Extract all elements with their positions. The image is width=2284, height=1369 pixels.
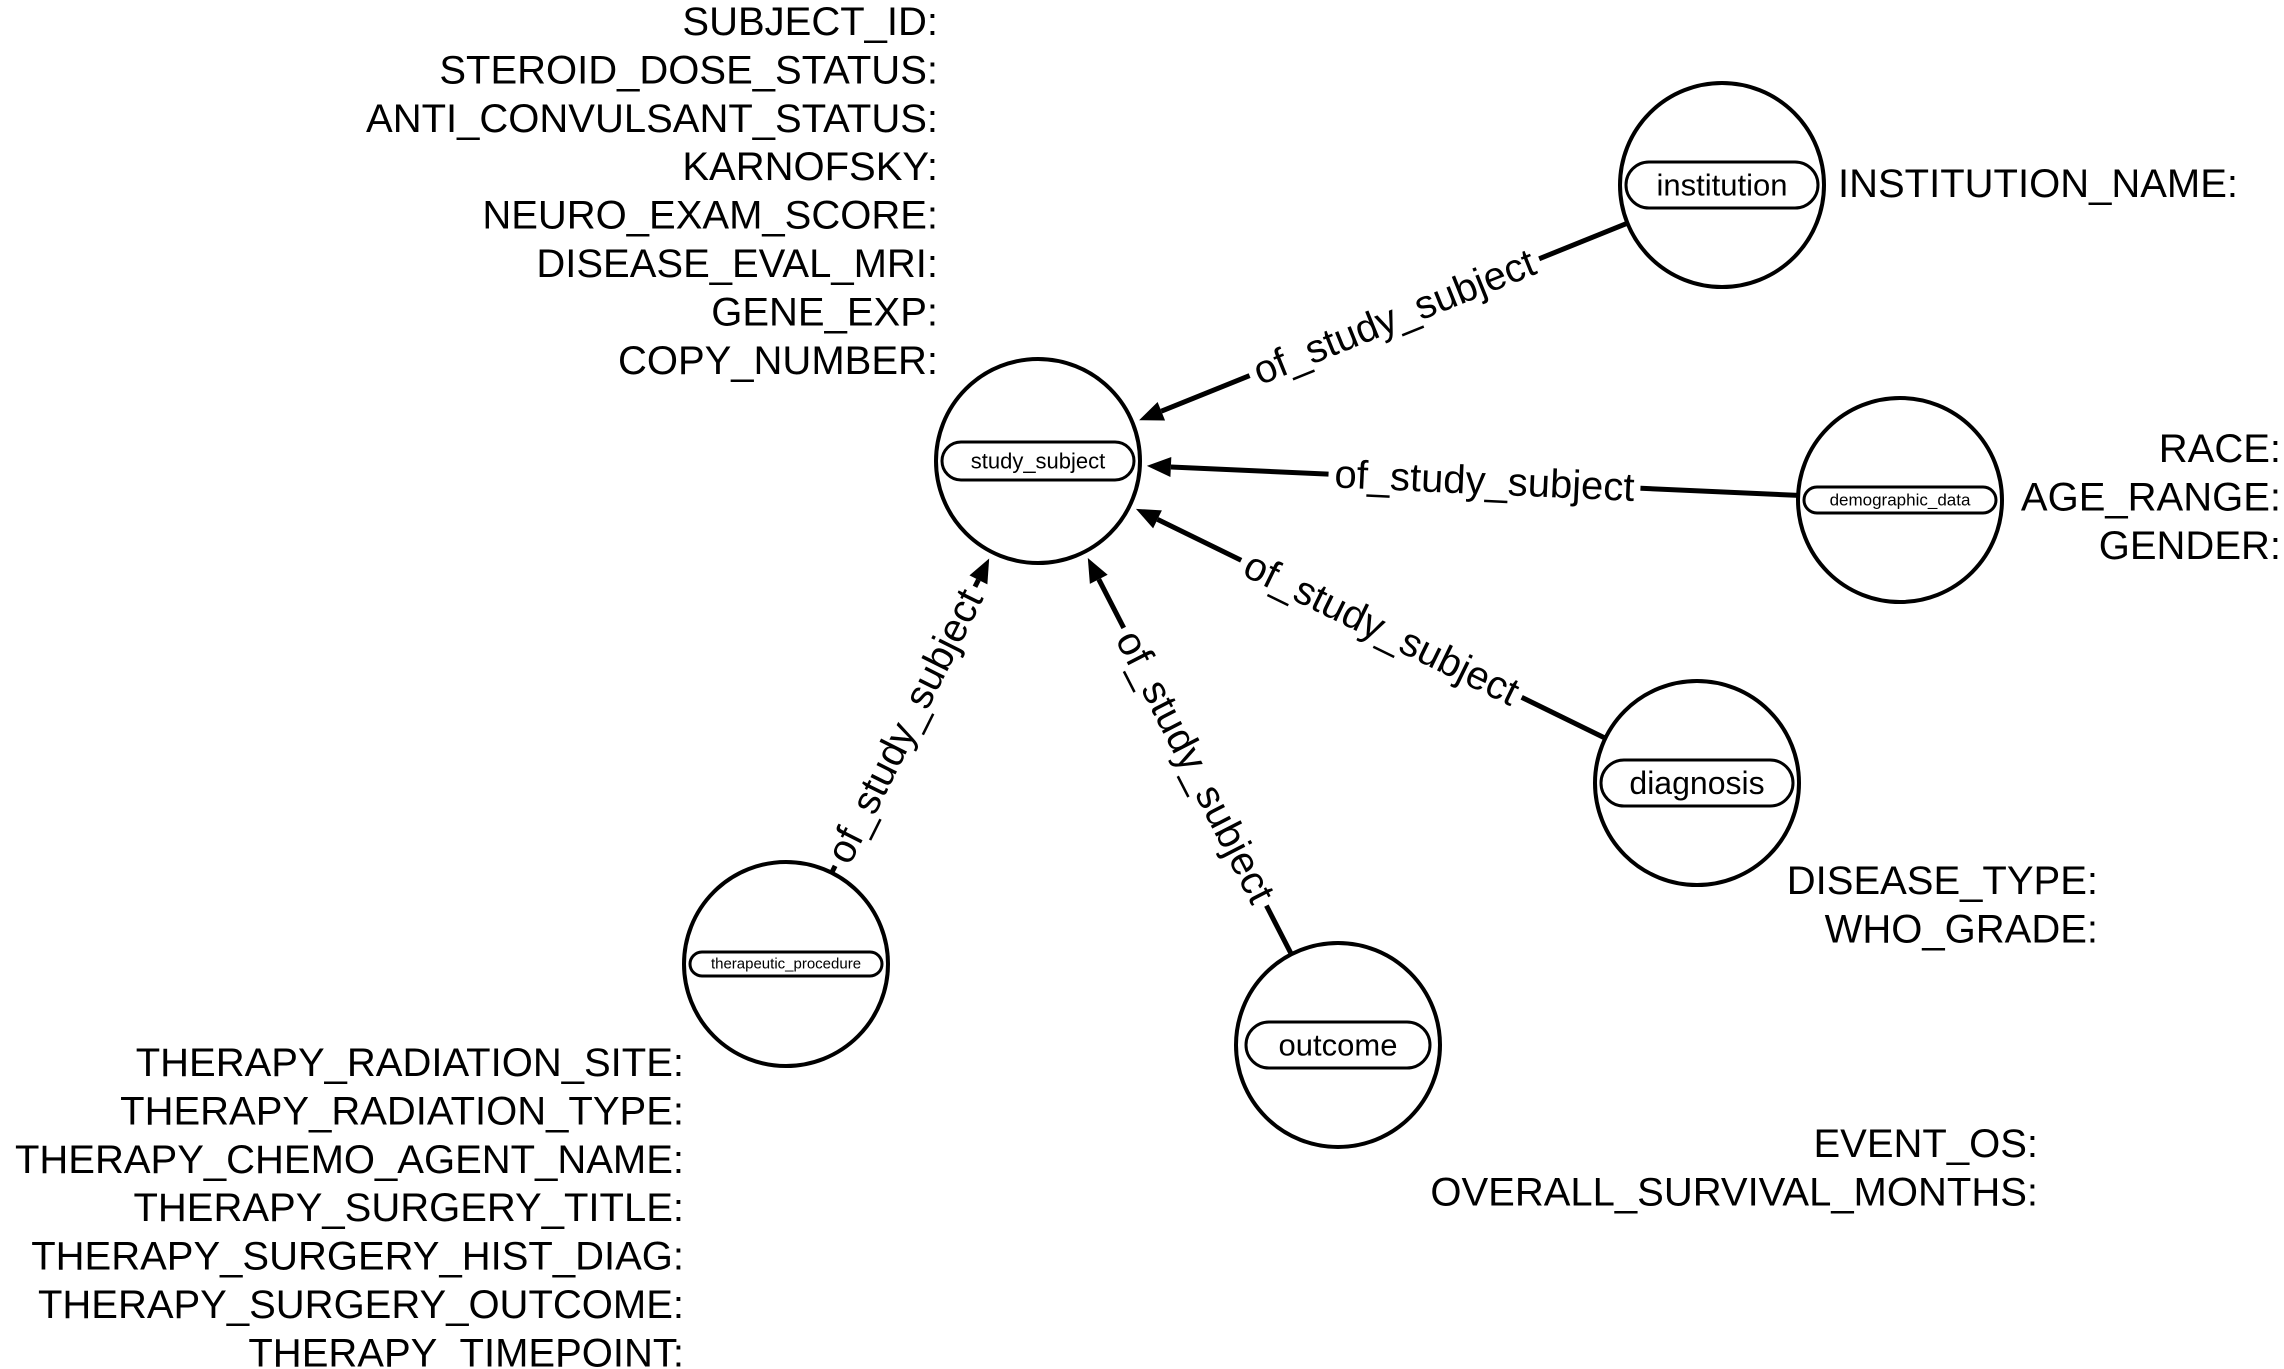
arrow-head (969, 558, 990, 585)
properties-institution: INSTITUTION_NAME: (1838, 162, 2238, 206)
properties-demographic-data: RACE:AGE_RANGE: GENDER: (2021, 427, 2281, 568)
properties-study-subject: SUBJECT_ID:STEROID_DOSE_STATUS: ANTI_CONV… (366, 0, 938, 383)
edge-label: of_study_subject (1247, 241, 1542, 394)
properties-outcome: EVENT_OS:OVERALL_SURVIVAL_MONTHS: (1430, 1122, 2038, 1214)
property-label: STEROID_DOSE_STATUS: (439, 48, 938, 92)
node-diagnosis[interactable]: diagnosis (1593, 679, 1801, 887)
property-label: COPY_NUMBER: (618, 339, 938, 383)
edge-label-group: of_study_subject (1102, 616, 1288, 917)
edge-label-group: of_study_subject (1327, 450, 1642, 513)
property-label: THERAPY_SURGERY_OUTCOME: (38, 1283, 684, 1327)
property-label: THERAPY_SURGERY_HIST_DIAG: (31, 1235, 684, 1279)
edge-label: of_study_subject (1334, 452, 1636, 510)
arrow-head (1087, 557, 1108, 584)
edge-institution-to-study-subject[interactable]: of_study_subject (1139, 220, 1629, 421)
property-label: GENE_EXP: (711, 290, 938, 334)
nodes-layer: study_subject institution demographic_data… (682, 81, 2004, 1149)
property-label: DISEASE_TYPE: (1787, 859, 2098, 903)
edge-label-background (1230, 538, 1533, 719)
node-label-pill (1599, 758, 1795, 808)
node-label: outcome (1279, 1028, 1398, 1063)
edge-label: of_study_subject (1107, 623, 1283, 910)
property-label: NEURO_EXAM_SCORE: (482, 194, 938, 238)
node-label: study_subject (971, 449, 1106, 474)
node-therapeutic-procedure[interactable]: therapeutic_procedure (682, 860, 890, 1068)
property-label: SUBJECT_ID: (682, 0, 938, 44)
node-study-subject[interactable]: study_subject (934, 357, 1142, 565)
arrow-head (1139, 401, 1166, 421)
edge-diagnosis-to-study-subject[interactable]: of_study_subject (1135, 508, 1607, 741)
property-label: THERAPY_TIMEPOINT: (248, 1331, 684, 1369)
edge-label: of_study_subject (818, 582, 992, 870)
arrow-head (1135, 508, 1162, 529)
node-label-pill (940, 440, 1136, 482)
edge-demographic-data-to-study-subject[interactable]: of_study_subject (1146, 450, 1799, 513)
node-institution[interactable]: institution (1618, 81, 1826, 289)
edge-therapeutic-procedure-to-study-subject[interactable]: of_study_subject (813, 558, 997, 877)
edge-label-background (1327, 450, 1642, 513)
node-label-pill (1244, 1020, 1432, 1070)
node-label-pill (1802, 485, 1998, 515)
property-label: GENDER: (2099, 524, 2281, 568)
node-label: diagnosis (1629, 765, 1764, 801)
properties-diagnosis: DISEASE_TYPE:WHO_GRADE: (1787, 859, 2098, 951)
property-label: KARNOFSKY: (682, 145, 938, 189)
edge-label-group: of_study_subject (1230, 538, 1533, 719)
property-label: OVERALL_SURVIVAL_MONTHS: (1430, 1170, 2038, 1214)
property-label: THERAPY_SURGERY_TITLE: (133, 1186, 684, 1230)
property-label: WHO_GRADE: (1825, 907, 2098, 951)
node-label-pill (688, 950, 884, 978)
node-label: demographic_data (1830, 491, 1971, 510)
properties-therapeutic-procedure: THERAPY_RADIATION_SITE:THERAPY_RADIATION… (15, 1041, 684, 1369)
node-label: institution (1657, 168, 1788, 203)
node-outcome[interactable]: outcome (1234, 941, 1442, 1149)
edge-label-background (1240, 236, 1549, 398)
property-label: INSTITUTION_NAME: (1838, 162, 2238, 206)
property-label: THERAPY_RADIATION_SITE: (136, 1041, 684, 1085)
property-label: DISEASE_EVAL_MRI: (536, 242, 938, 286)
edge-label-background (1102, 616, 1288, 917)
property-label: RACE: (2159, 427, 2281, 471)
properties-layer: SUBJECT_ID:STEROID_DOSE_STATUS: ANTI_CONV… (15, 0, 2281, 1369)
arrow-head (1146, 457, 1172, 478)
property-label: ANTI_CONVULSANT_STATUS: (366, 97, 938, 141)
property-label: THERAPY_CHEMO_AGENT_NAME: (15, 1138, 684, 1182)
property-label: THERAPY_RADIATION_TYPE: (120, 1089, 684, 1133)
property-label: AGE_RANGE: (2021, 475, 2281, 519)
node-demographic-data[interactable]: demographic_data (1796, 396, 2004, 604)
node-label: therapeutic_procedure (711, 956, 861, 973)
edge-label-group: of_study_subject (813, 576, 997, 877)
edge-label-group: of_study_subject (1240, 236, 1549, 398)
edge-label: of_study_subject (1237, 543, 1526, 714)
node-label-pill (1624, 160, 1820, 210)
edge-label-background (813, 576, 997, 877)
edge-outcome-to-study-subject[interactable]: of_study_subject (1087, 557, 1294, 956)
property-label: EVENT_OS: (1813, 1122, 2038, 1166)
